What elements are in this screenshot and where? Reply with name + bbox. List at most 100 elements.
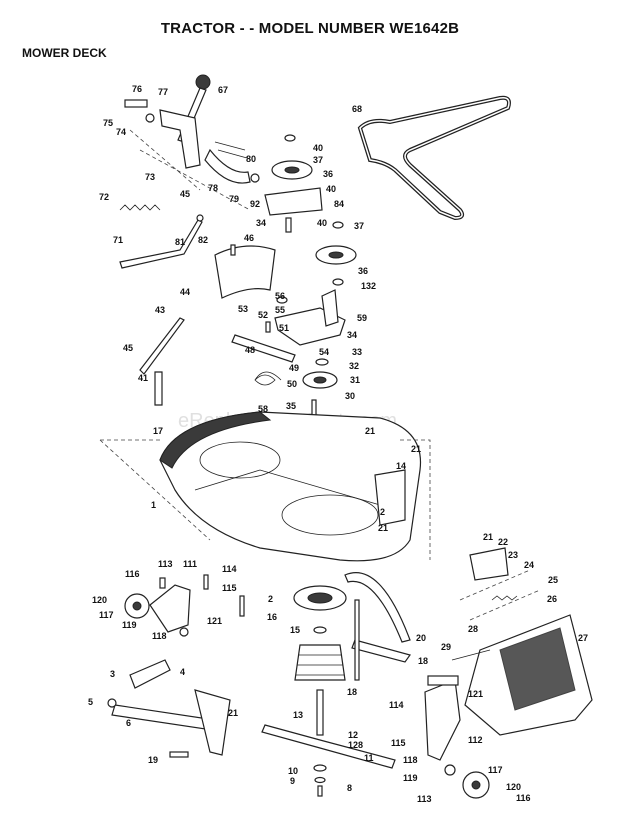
callout-2b: 2 [268,594,273,604]
callout-13: 13 [293,710,303,720]
callout-25: 25 [548,575,558,585]
callout-119a: 119 [122,620,137,630]
callout-44: 44 [180,287,190,297]
handle-knob [195,74,211,90]
callout-34a: 34 [256,218,266,228]
deck-spindle-well-left [199,441,281,479]
callout-74: 74 [116,127,126,137]
callout-24: 24 [524,560,534,570]
discharge-chute-mount [374,469,406,526]
callout-28: 28 [468,624,478,634]
callout-72: 72 [99,192,109,202]
link-rod [139,317,185,375]
callout-78: 78 [208,183,218,193]
callout-12: 12 [348,730,358,740]
torsion-spring [254,371,282,386]
section-label: MOWER DECK [22,46,107,60]
bracket-nut [179,627,189,637]
gauge-wheel-bracket-left [149,584,191,633]
spindle-fins [296,654,344,676]
callout-49: 49 [289,363,299,373]
callout-92: 92 [250,199,260,209]
spindle-housing [294,644,346,681]
idler-pulley-lower-hub [328,251,344,259]
pulley-nut [315,358,329,366]
callout-76: 76 [132,84,142,94]
callout-21d: 21 [483,532,493,542]
callout-117b: 117 [488,765,503,775]
link-bracket [154,371,163,406]
mower-deck [99,411,431,562]
callout-20: 20 [416,633,426,643]
callout-59: 59 [357,313,367,323]
callout-10: 10 [288,766,298,776]
stabilizer-rod [354,599,360,681]
callout-117a: 117 [99,610,114,620]
lever-spring [214,141,248,159]
blade-washer [313,764,327,772]
callout-53: 53 [238,304,248,314]
chute-guide-lines [459,569,541,621]
callout-113b: 113 [417,794,432,804]
idler-bracket [264,187,323,216]
callout-43: 43 [155,305,165,315]
callout-40b: 40 [326,184,336,194]
rod-pin [196,214,204,222]
callout-121b: 121 [468,689,483,699]
drive-belt [357,95,511,221]
callout-113a: 113 [158,559,173,569]
callout-115a: 115 [222,583,237,593]
callout-128: 128 [348,740,363,750]
guard-screw [230,244,236,256]
bracket-bolt [159,577,166,589]
callout-9: 9 [290,776,295,786]
spindle-housing-hole [307,592,333,604]
deck-baffle [194,469,381,506]
callout-19: 19 [148,755,158,765]
callout-21b: 21 [411,444,421,454]
idler-bolt [285,217,292,233]
callout-120b: 120 [506,782,521,792]
callout-26: 26 [547,594,557,604]
callout-27: 27 [578,633,588,643]
gauge-wheel-left-hub [132,601,142,611]
callout-81: 81 [175,237,185,247]
callout-45a: 45 [180,189,190,199]
guide-lines [129,129,251,211]
deck-spindle-well-right [281,494,379,536]
callout-120a: 120 [92,595,107,605]
callout-21a: 21 [365,426,375,436]
callout-119b: 119 [403,773,418,783]
callout-75: 75 [103,118,113,128]
callout-68: 68 [352,104,362,114]
callout-32: 32 [349,361,359,371]
spindle-shaft [316,689,324,736]
callout-118a: 118 [152,631,167,641]
lift-handle-assembly [124,74,260,211]
page-title: TRACTOR - - MODEL NUMBER WE1642B [160,20,460,37]
callout-67: 67 [218,85,228,95]
idler-arm-washer [276,296,288,304]
callout-132: 132 [361,281,376,291]
gauge-bracket-nut [444,764,456,776]
callout-21e: 21 [228,708,238,718]
callout-2a: 2 [380,507,385,517]
callout-77: 77 [158,87,168,97]
callout-45b: 45 [123,343,133,353]
callout-21c: 21 [378,523,388,533]
front-hanger-bracket [194,689,231,756]
callout-40a: 40 [313,143,323,153]
callout-35: 35 [286,401,296,411]
hanger-clip [107,698,117,708]
lift-rod [119,219,203,269]
callout-55: 55 [275,305,285,315]
gauge-wheel-right-hub [471,780,481,790]
bracket-pin [239,595,245,617]
callout-30: 30 [345,391,355,401]
callout-48: 48 [245,345,255,355]
lift-lever-plate [159,109,201,169]
callout-52: 52 [258,310,268,320]
lever-bracket [204,148,251,184]
callout-14: 14 [396,461,406,471]
callout-73: 73 [145,172,155,182]
